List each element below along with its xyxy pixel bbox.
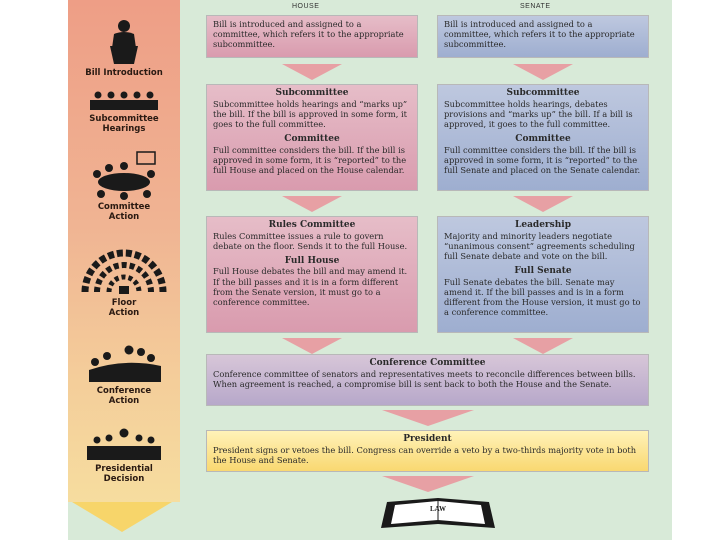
- stage-floor-action: Floor Action: [68, 248, 180, 318]
- senate-leadership-text: Majority and minority leaders negotiate …: [444, 230, 635, 261]
- stage-bill-introduction: Bill Introduction: [68, 18, 180, 78]
- speaker-at-podium-icon: [110, 20, 138, 64]
- senate-introduction-text: Bill is introduced and assigned to a com…: [444, 19, 635, 50]
- house-floor-text: Full House debates the bill and may amen…: [213, 266, 408, 308]
- conference-title: Conference Committee: [369, 358, 486, 368]
- president-signing-icon: [87, 428, 161, 460]
- senate-floor-text: Full Senate debates the bill. Senate may…: [444, 276, 641, 318]
- senate-leadership-title: Leadership: [515, 220, 571, 230]
- president-box: President President signs or vetoes the …: [206, 430, 649, 472]
- down-arrow: [282, 196, 342, 212]
- president-text: President signs or vetoes the bill. Cong…: [213, 444, 637, 465]
- stage-label: Floor Action: [108, 298, 140, 318]
- stage-label: Presidential Decision: [95, 464, 153, 484]
- senate-column-header: SENATE: [520, 3, 551, 10]
- house-committee-box: Subcommittee Subcommittee holds hearings…: [206, 84, 418, 191]
- senate-committee-box: Subcommittee Subcommittee holds hearings…: [437, 84, 649, 191]
- stage-committee-action: Committee Action: [68, 148, 180, 222]
- house-committee-title: Committee: [284, 134, 340, 145]
- down-arrow: [282, 338, 342, 354]
- stage-label: Bill Introduction: [85, 68, 163, 78]
- stage-presidential-decision: Presidential Decision: [68, 428, 180, 484]
- house-floor-title: Full House: [284, 255, 340, 266]
- senate-introduction-box: Bill is introduced and assigned to a com…: [437, 15, 649, 58]
- stage-column-arrow: [72, 502, 172, 532]
- stage-label: Subcommittee Hearings: [89, 114, 159, 134]
- legislative-process-diagram: Bill Introduction Subcommittee Hearings …: [68, 0, 672, 540]
- senate-committee-title: Committee: [515, 134, 571, 145]
- house-subcommittee-text: Subcommittee holds hearings and “marks u…: [213, 98, 408, 129]
- committee-meeting-icon: [93, 151, 156, 200]
- senate-committee-text: Full committee considers the bill. If th…: [444, 144, 641, 176]
- senate-floor-title: Full Senate: [514, 266, 572, 277]
- down-arrow: [513, 64, 573, 80]
- senate-subcommittee-text: Subcommittee holds hearings, debates pro…: [444, 98, 633, 129]
- stage-conference-action: Conference Action: [68, 344, 180, 406]
- down-arrow: [282, 64, 342, 80]
- stage-label: Conference Action: [96, 386, 152, 406]
- law-book-icon: [381, 498, 495, 528]
- conference-group-icon: [89, 345, 161, 382]
- house-column-header: HOUSE: [292, 3, 320, 10]
- hearing-panel-icon: [90, 91, 158, 110]
- down-arrow: [513, 338, 573, 354]
- president-title: President: [403, 434, 452, 444]
- senate-floor-box: Leadership Majority and minority leaders…: [437, 216, 649, 333]
- down-arrow: [382, 476, 474, 492]
- conference-committee-box: Conference Committee Conference committe…: [206, 354, 649, 406]
- house-introduction-text: Bill is introduced and assigned to a com…: [213, 19, 404, 50]
- stage-column: [68, 0, 180, 502]
- house-committee-text: Full committee considers the bill. If th…: [213, 144, 407, 176]
- law-label: LAW: [430, 505, 446, 513]
- stage-subcommittee-hearings: Subcommittee Hearings: [68, 90, 180, 134]
- house-rules-text: Rules Committee issues a rule to govern …: [213, 230, 408, 251]
- house-rules-title: Rules Committee: [268, 220, 356, 230]
- chamber-floor-icon: [81, 249, 167, 294]
- house-floor-box: Rules Committee Rules Committee issues a…: [206, 216, 418, 333]
- senate-subcommittee-title: Subcommittee: [506, 88, 580, 98]
- house-subcommittee-title: Subcommittee: [275, 88, 349, 98]
- house-introduction-box: Bill is introduced and assigned to a com…: [206, 15, 418, 58]
- stage-label: Committee Action: [97, 202, 151, 222]
- down-arrow: [382, 410, 474, 426]
- conference-text: Conference committee of senators and rep…: [213, 368, 636, 389]
- down-arrow: [513, 196, 573, 212]
